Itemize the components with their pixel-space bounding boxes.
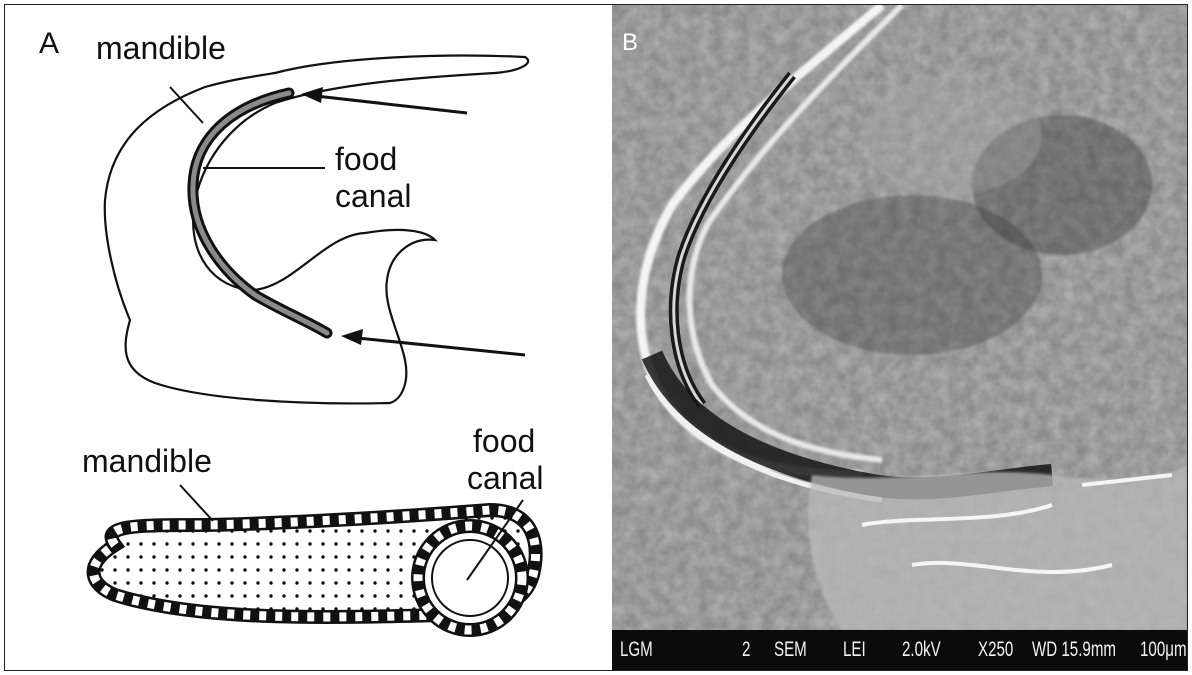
label-food-top: food: [335, 143, 397, 175]
panel-a-schematic: A mandible food canal mandible food cana…: [5, 5, 605, 670]
sem-working-distance: WD 15.9mm: [1032, 630, 1116, 670]
mandible-schematic-svg: [5, 5, 605, 670]
mandible-outline-top: [105, 56, 528, 404]
panel-a-letter: A: [39, 29, 59, 59]
panel-b-sem-micrograph: B LGM 2 SEM LEI 2.0kV X250 WD 15.9mm 100…: [612, 5, 1187, 670]
sem-detector-no: 2: [742, 630, 750, 670]
sem-lab: LGM: [620, 630, 653, 670]
label-mandible-top: mandible: [96, 32, 226, 64]
label-food-bottom: food: [473, 425, 535, 457]
sem-mode: SEM: [774, 630, 807, 670]
sem-detector: LEI: [843, 630, 866, 670]
leader-mandible-bottom: [180, 485, 213, 521]
sem-image: [612, 5, 1187, 630]
sem-info-bar: LGM 2 SEM LEI 2.0kV X250 WD 15.9mm 100μm: [612, 630, 1187, 670]
label-canal-top: canal: [335, 180, 412, 212]
arrow-upper-canal-opening: [307, 95, 467, 113]
panel-b-letter: B: [622, 31, 638, 55]
label-canal-bottom: canal: [467, 462, 544, 494]
sem-voltage: 2.0kV: [902, 630, 941, 670]
label-mandible-bottom: mandible: [82, 445, 212, 477]
sem-scale: 100μm: [1140, 630, 1187, 670]
sem-magnification: X250: [978, 630, 1013, 670]
